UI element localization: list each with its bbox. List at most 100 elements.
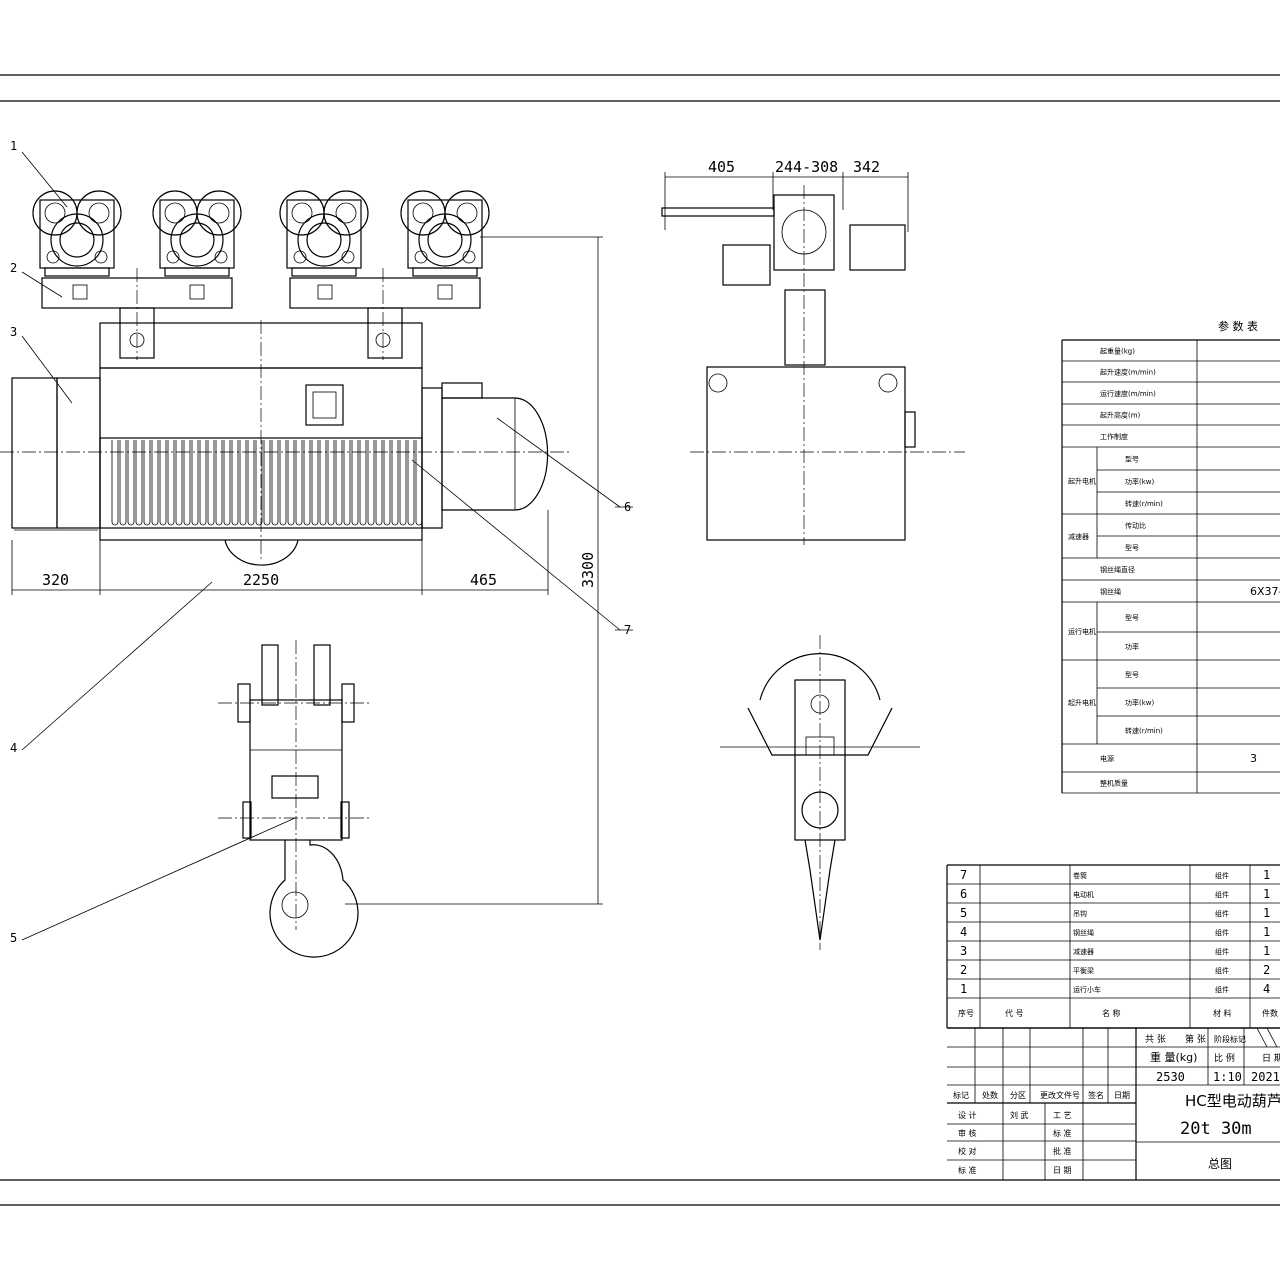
bom-material: 组件: [1215, 966, 1229, 975]
bom-header-qty: 件数: [1262, 1008, 1278, 1018]
drum-groove: [375, 440, 383, 526]
front-dimensions: [11, 236, 603, 905]
rev-header-1: 标记: [953, 1090, 969, 1100]
param-table-title: 参 数 表: [1218, 319, 1258, 333]
weight-label: 重 量(kg): [1150, 1050, 1197, 1064]
param-group-label: 起升电机: [1068, 477, 1096, 486]
param-group-label: 起升电机: [1068, 698, 1096, 707]
drum-groove: [151, 440, 159, 526]
bom-header-code: 代 号: [1005, 1008, 1024, 1018]
bom-material: 组件: [1215, 890, 1229, 899]
title-block: [947, 1027, 1280, 1180]
drum-groove: [191, 440, 199, 526]
bom-no: 2: [960, 963, 967, 977]
bom-material: 组件: [1215, 928, 1229, 937]
dim-side-mid: 244-308: [775, 158, 838, 176]
bom-qty: 1: [1263, 925, 1270, 939]
bom-no: 6: [960, 887, 967, 901]
param-label: 传动比: [1125, 521, 1146, 530]
drum-groove: [383, 440, 391, 526]
drum-groove: [111, 440, 119, 526]
rev-header-6: 日期: [1114, 1091, 1130, 1100]
trolley-wheels: [32, 190, 490, 277]
drum-groove: [407, 440, 415, 526]
drum-grooves: [111, 440, 423, 526]
drum-groove: [231, 440, 239, 526]
trolley-unit-1: [32, 190, 122, 277]
signoff-role2-1: 工 艺: [1053, 1111, 1072, 1120]
dim-drum-length: 2250: [243, 571, 279, 589]
drum-groove: [207, 440, 215, 526]
drum-groove: [159, 440, 167, 526]
drum-groove: [215, 440, 223, 526]
signoff-role-2: 审 核: [958, 1128, 977, 1138]
param-label: 钢丝绳直径: [1100, 565, 1135, 574]
param-label: 功率(kw): [1125, 477, 1155, 486]
drum-groove: [287, 440, 295, 526]
drum-groove: [199, 440, 207, 526]
drum-groove: [143, 440, 151, 526]
callout-7: 7: [624, 623, 631, 637]
param-label: 工作制度: [1100, 432, 1128, 441]
drum-groove: [239, 440, 247, 526]
drum-groove: [223, 440, 231, 526]
trolley-unit-2: [152, 190, 242, 277]
drum-groove: [183, 440, 191, 526]
drum-groove: [311, 440, 319, 526]
signoff-role-1: 设 计: [958, 1110, 977, 1120]
bom-material: 组件: [1215, 985, 1229, 994]
drum-groove: [327, 440, 335, 526]
stage-label-3: 阶段标记: [1214, 1034, 1246, 1044]
param-label: 起重量(kg): [1100, 348, 1135, 356]
drum-groove: [263, 440, 271, 526]
bom-name: 运行小车: [1073, 985, 1101, 994]
bom-material: 组件: [1215, 947, 1229, 956]
drum-groove: [415, 440, 423, 526]
bom-header-material: 材 料: [1213, 1008, 1232, 1018]
rev-header-5: 签名: [1088, 1090, 1104, 1100]
rev-header-4: 更改文件号: [1040, 1090, 1080, 1100]
drawing-title-line2: 20t 30m: [1180, 1119, 1252, 1139]
param-label: 型号: [1125, 543, 1139, 552]
scale-value: 1:10: [1213, 1070, 1242, 1084]
drawing-title-line1: HC型电动葫芦: [1185, 1092, 1280, 1110]
dim-motor-length: 465: [470, 571, 497, 589]
bom-qty: 1: [1263, 887, 1270, 901]
front-view: 320 2250 465 3300: [0, 190, 603, 958]
trolley-unit-4: [400, 190, 490, 277]
param-label: 运行速度(m/min): [1100, 389, 1156, 398]
bom-no: 5: [960, 906, 967, 920]
param-label: 起升速度(m/min): [1100, 368, 1156, 377]
param-label: 转速(r/min): [1125, 726, 1163, 735]
signoff-role2-4: 日 期: [1053, 1166, 1072, 1175]
stage-label-1: 共 张: [1145, 1034, 1166, 1045]
param-label: 功率(kw): [1125, 698, 1155, 707]
signoff-role-4: 标 准: [958, 1165, 977, 1175]
date-label: 日 期: [1262, 1053, 1280, 1064]
param-group-label: 运行电机: [1068, 627, 1096, 636]
dim-total-height: 3300: [579, 552, 597, 588]
bom-qty: 2: [1263, 963, 1270, 977]
drum-groove: [167, 440, 175, 526]
bom-material: 组件: [1215, 909, 1229, 918]
drum-groove: [295, 440, 303, 526]
bom-qty: 4: [1263, 982, 1270, 996]
param-label: 型号: [1125, 455, 1139, 464]
bom-no: 7: [960, 868, 967, 882]
dim-side-right: 342: [853, 158, 880, 176]
callout-3: 3: [10, 325, 17, 339]
drum-groove: [351, 440, 359, 526]
bom-name: 卷筒: [1073, 871, 1087, 880]
callout-6: 6: [624, 500, 631, 514]
param-label: 功率: [1125, 642, 1139, 651]
date-value: 2021-: [1251, 1070, 1280, 1084]
signoff-name-1: 刘 武: [1010, 1110, 1029, 1120]
drum-groove: [127, 440, 135, 526]
bom-qty: 1: [1263, 906, 1270, 920]
drawing-frame: [0, 74, 1280, 1206]
signoff-role2-3: 批 准: [1053, 1146, 1072, 1156]
rev-header-3: 分区: [1010, 1091, 1026, 1100]
drum-groove: [343, 440, 351, 526]
drum-groove: [367, 440, 375, 526]
bom-name: 平衡梁: [1073, 966, 1094, 975]
